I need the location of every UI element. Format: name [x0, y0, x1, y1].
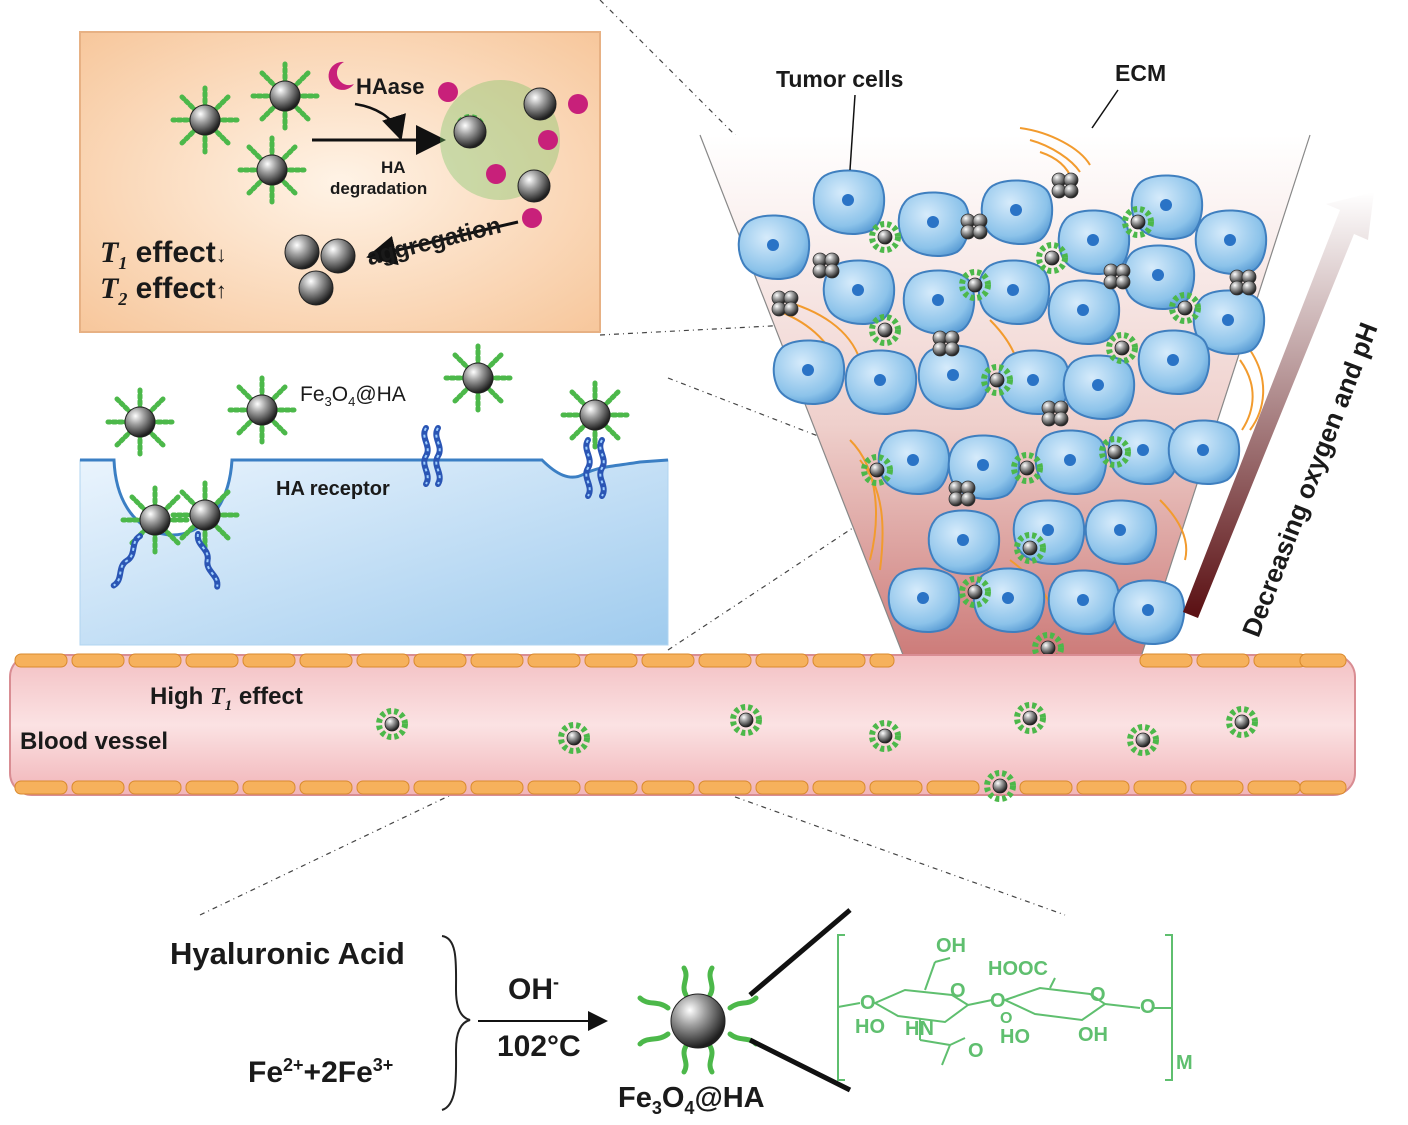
nanoparticle — [173, 483, 237, 547]
nanoparticle — [108, 390, 172, 454]
chem-repeat-unit: M — [1176, 1052, 1193, 1074]
blood-vessel — [9, 653, 1356, 799]
ha-receptor-icon — [424, 428, 427, 484]
chem-o-3: O — [990, 990, 1006, 1012]
chem-ho-1: HO — [855, 1016, 885, 1038]
chem-hooc: HOOC — [988, 958, 1048, 980]
nanoparticle — [253, 64, 317, 128]
chem-o-6: O — [1000, 1010, 1013, 1027]
nanoparticle — [240, 138, 304, 202]
iron-ions-label: Fe2++2Fe3+ — [248, 1055, 394, 1089]
oh-condition-label: OH- — [508, 972, 559, 1006]
high-t1-effect-label: High T1 effect — [150, 683, 303, 714]
tumor-region — [699, 89, 1311, 661]
ha-structure — [837, 934, 1173, 1081]
ha-degradation-label-1: HA — [381, 158, 406, 177]
t1-effect-label: T1 effect↓ — [100, 236, 227, 273]
nanoparticle — [563, 383, 627, 447]
endothelium-top — [14, 653, 1347, 668]
degraded-cluster — [438, 80, 588, 228]
chem-hn: HN — [905, 1018, 934, 1040]
ha-receptor-icon — [586, 440, 589, 496]
ha-receptor-icon — [436, 428, 439, 484]
tumor-cells-label: Tumor cells — [776, 66, 904, 92]
enzyme-icon — [328, 61, 354, 90]
chem-o-2: O — [950, 980, 966, 1002]
ha-degradation-label-2: degradation — [330, 179, 428, 198]
blood-vessel-label: Blood vessel — [20, 728, 169, 755]
chem-o-5: O — [1140, 996, 1156, 1018]
chem-o-4: O — [1090, 984, 1106, 1006]
zoom-connectors — [199, 0, 1066, 916]
chem-ho-2: HO — [1000, 1026, 1030, 1048]
inset-panel — [79, 31, 601, 333]
ha-receptor-icon — [600, 440, 603, 496]
t2-effect-label: T2 effect↑ — [100, 272, 227, 309]
chem-o-1: O — [860, 992, 876, 1014]
product-nanoparticle — [637, 965, 759, 1075]
nanoparticle — [230, 378, 294, 442]
endothelium-bottom — [14, 780, 1347, 795]
ha-receptor-label: HA receptor — [276, 478, 390, 500]
chem-oh-top: OH — [936, 935, 966, 957]
synthesis-scheme — [441, 908, 1173, 1111]
temperature-condition-label: 102°C — [497, 1030, 581, 1063]
hyaluronic-acid-label: Hyaluronic Acid — [170, 936, 405, 971]
nanoparticle — [446, 346, 510, 410]
gradient-arrow — [1183, 192, 1374, 618]
fe3o4-ha-product-label: Fe3O4@HA — [618, 1082, 765, 1118]
fe3o4-ha-label: Fe3O4@HA — [300, 383, 406, 410]
chem-oh-2: OH — [1078, 1024, 1108, 1046]
nanoparticle — [173, 88, 237, 152]
haase-label: HAase — [356, 74, 425, 99]
cell-uptake-panel — [79, 346, 669, 646]
reactant-brace — [441, 935, 471, 1111]
ecm-label: ECM — [1115, 60, 1167, 86]
chem-o-amide: O — [968, 1040, 984, 1062]
